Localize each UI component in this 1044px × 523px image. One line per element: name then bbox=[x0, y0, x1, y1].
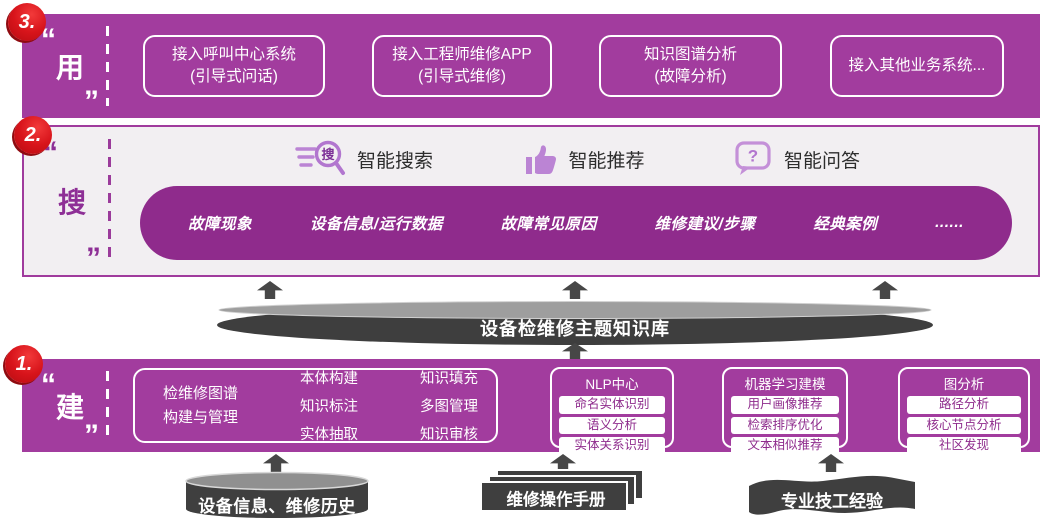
section-use: “ 用 ” 接入呼叫中心系统 (引导式问话) 接入工程师维修APP (引导式维修… bbox=[22, 14, 1040, 118]
disk-shape bbox=[217, 301, 933, 345]
module-item: 社区发现 bbox=[907, 437, 1021, 455]
source-label: 设备信息、维修历史 bbox=[198, 497, 356, 516]
feature-smart-search: 搜 智能搜索 bbox=[294, 139, 433, 179]
smart-search-icon: 搜 bbox=[295, 140, 345, 175]
svg-text:?: ? bbox=[748, 147, 758, 166]
knowledge-base-disk: 设备检维修主题知识库 bbox=[215, 300, 935, 346]
dashed-divider bbox=[108, 139, 111, 263]
pill-item: ...... bbox=[935, 214, 964, 231]
module-item: 核心节点分析 bbox=[907, 416, 1021, 435]
dashed-divider bbox=[106, 371, 109, 440]
use-box-kg-analysis: 知识图谱分析 (故障分析) bbox=[599, 35, 782, 97]
source-label: 专业技工经验 bbox=[781, 492, 883, 511]
step-badge-1: 1. bbox=[5, 345, 43, 383]
pill-item: 维修建议/步骤 bbox=[654, 216, 756, 233]
pill-item: 故障常见原因 bbox=[500, 216, 597, 233]
svg-text:搜: 搜 bbox=[321, 147, 335, 162]
dashed-divider bbox=[106, 26, 109, 106]
graph-box-column-1: 本体构建 知识标注 实体抽取 bbox=[300, 371, 358, 443]
module-item: 实体关系识别 bbox=[559, 437, 665, 455]
feature-label: 智能问答 bbox=[783, 150, 860, 172]
document-sheet-icon bbox=[480, 481, 628, 512]
source-expert-experience: 专业技工经验 bbox=[746, 471, 918, 519]
source-repair-manuals: 维修操作手册 bbox=[480, 469, 648, 516]
use-box-other-systems: 接入其他业务系统... bbox=[830, 35, 1004, 97]
feature-row: 搜 智能搜索 智能推荐 ? 智能问答 bbox=[294, 135, 860, 183]
graph-box-column-2: 知识填充 多图管理 知识审核 bbox=[419, 371, 478, 443]
pill-item: 设备信息/运行数据 bbox=[309, 216, 443, 233]
pill-item: 故障现象 bbox=[188, 216, 253, 233]
module-item: 文本相似推荐 bbox=[731, 437, 839, 455]
step-badge-3: 3. bbox=[8, 3, 46, 41]
module-graph-analysis: 图分析 路径分析 核心节点分析 社区发现 bbox=[898, 367, 1030, 455]
module-item: 路径分析 bbox=[907, 396, 1021, 414]
module-nlp-center: NLP中心 命名实体识别 语义分析 实体关系识别 bbox=[550, 367, 674, 455]
source-device-info: 设备信息、维修历史 bbox=[183, 470, 371, 520]
knowledge-base-title: 设备检维修主题知识库 bbox=[480, 319, 670, 339]
database-cylinder-icon bbox=[185, 471, 369, 518]
feature-label: 智能搜索 bbox=[357, 150, 434, 172]
section-use-label: “ 用 ” bbox=[40, 23, 99, 118]
use-box-engineer-app: 接入工程师维修APP (引导式维修) bbox=[372, 35, 552, 97]
knowledge-pill: 故障现象 设备信息/运行数据 故障常见原因 维修建议/步骤 经典案例 .....… bbox=[140, 186, 1012, 260]
module-item: 语义分析 bbox=[559, 416, 665, 435]
arrow-up-icon bbox=[257, 281, 283, 299]
module-item: 命名实体识别 bbox=[559, 396, 665, 414]
arrow-up-icon bbox=[562, 281, 588, 299]
step-badge-2: 2. bbox=[14, 116, 52, 154]
ribbon-banner-icon bbox=[749, 475, 915, 515]
arrow-up-icon bbox=[872, 281, 898, 299]
thumbs-up-icon bbox=[526, 145, 557, 174]
feature-smart-recommend: 智能推荐 bbox=[521, 139, 645, 179]
question-bubble-icon: ? bbox=[735, 141, 771, 175]
graph-management-box: 检维修图谱 构建与管理 本体构建 知识标注 实体抽取 知识填充 多图管理 知识审… bbox=[133, 368, 498, 443]
graph-box-title: 检维修图谱 构建与管理 bbox=[163, 385, 239, 426]
feature-smart-qa: ? 智能问答 bbox=[733, 140, 860, 178]
module-machine-learning: 机器学习建模 用户画像推荐 检索排序优化 文本相似推荐 bbox=[722, 367, 848, 455]
module-item: 检索排序优化 bbox=[731, 416, 839, 435]
arrow-up-icon bbox=[818, 454, 844, 472]
section-search: “ 搜 ” 搜 智能搜索 智能推荐 bbox=[22, 125, 1040, 277]
section-build: “ 建 ” 检维修图谱 构建与管理 本体构建 知识标注 实体抽取 知识填充 多图… bbox=[22, 359, 1040, 455]
pill-item: 经典案例 bbox=[813, 216, 878, 233]
source-label: 维修操作手册 bbox=[506, 491, 606, 509]
module-item: 用户画像推荐 bbox=[731, 396, 839, 414]
use-box-call-center: 接入呼叫中心系统 (引导式问话) bbox=[143, 35, 325, 97]
section-build-label: “ 建 ” bbox=[40, 368, 99, 452]
feature-label: 智能推荐 bbox=[568, 150, 645, 172]
section-search-label: “ 搜 ” bbox=[42, 136, 101, 275]
